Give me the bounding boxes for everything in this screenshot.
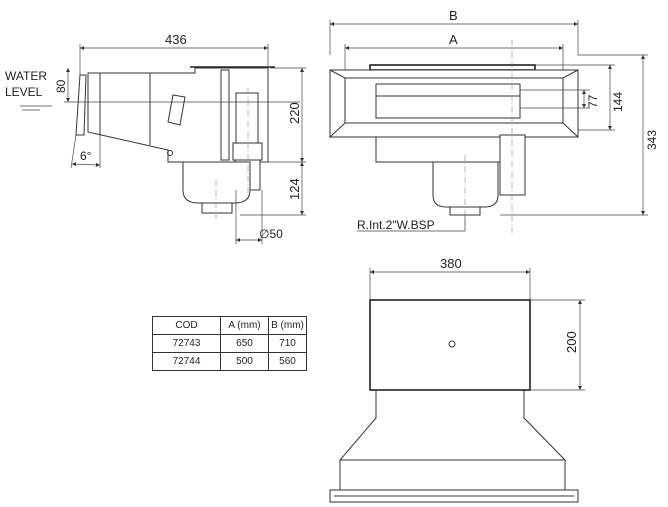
header-a: A (mm)	[220, 316, 269, 335]
side-view: 436 220 124 80 WATER LEVEL 6° ∅50	[5, 32, 306, 244]
top-depth-dim: 200	[564, 331, 579, 353]
dim-77: 77	[586, 94, 600, 108]
side-height-124: 124	[287, 178, 302, 200]
cell-cod: 72743	[152, 334, 221, 353]
water-level-label-1: WATER	[5, 69, 47, 83]
dimensions-table: COD A (mm) B (mm) 72743 650 710 72744 50…	[152, 316, 307, 371]
water-level-label-2: LEVEL	[5, 85, 43, 99]
dim-a: A	[449, 32, 458, 47]
top-view: 380 200	[329, 256, 585, 503]
cell-b: 710	[268, 334, 307, 353]
front-faceplate	[75, 74, 87, 136]
table-row: 72744 500 560	[152, 352, 307, 371]
table-row: 72743 650 710	[152, 334, 307, 353]
water-offset-dim: 80	[54, 79, 68, 93]
dim-144: 144	[611, 92, 625, 112]
table-header-row: COD A (mm) B (mm)	[152, 316, 307, 335]
cell-a: 500	[220, 352, 269, 371]
angle-label: 6°	[80, 149, 92, 163]
side-width-dim: 436	[165, 32, 187, 47]
front-view: B A 77 144 343 R.Int.2"W.BSP	[328, 8, 659, 235]
header-b: B (mm)	[268, 316, 307, 335]
connection-label: R.Int.2"W.BSP	[357, 218, 435, 232]
header-cod: COD	[152, 316, 221, 335]
cell-cod: 72744	[152, 352, 221, 371]
cell-a: 650	[220, 334, 269, 353]
top-width-dim: 380	[440, 256, 462, 271]
cell-b: 560	[268, 352, 307, 371]
dim-b: B	[449, 8, 458, 23]
dim-343: 343	[645, 130, 659, 150]
outlet-diameter: ∅50	[259, 227, 283, 241]
side-height-220: 220	[287, 102, 302, 124]
